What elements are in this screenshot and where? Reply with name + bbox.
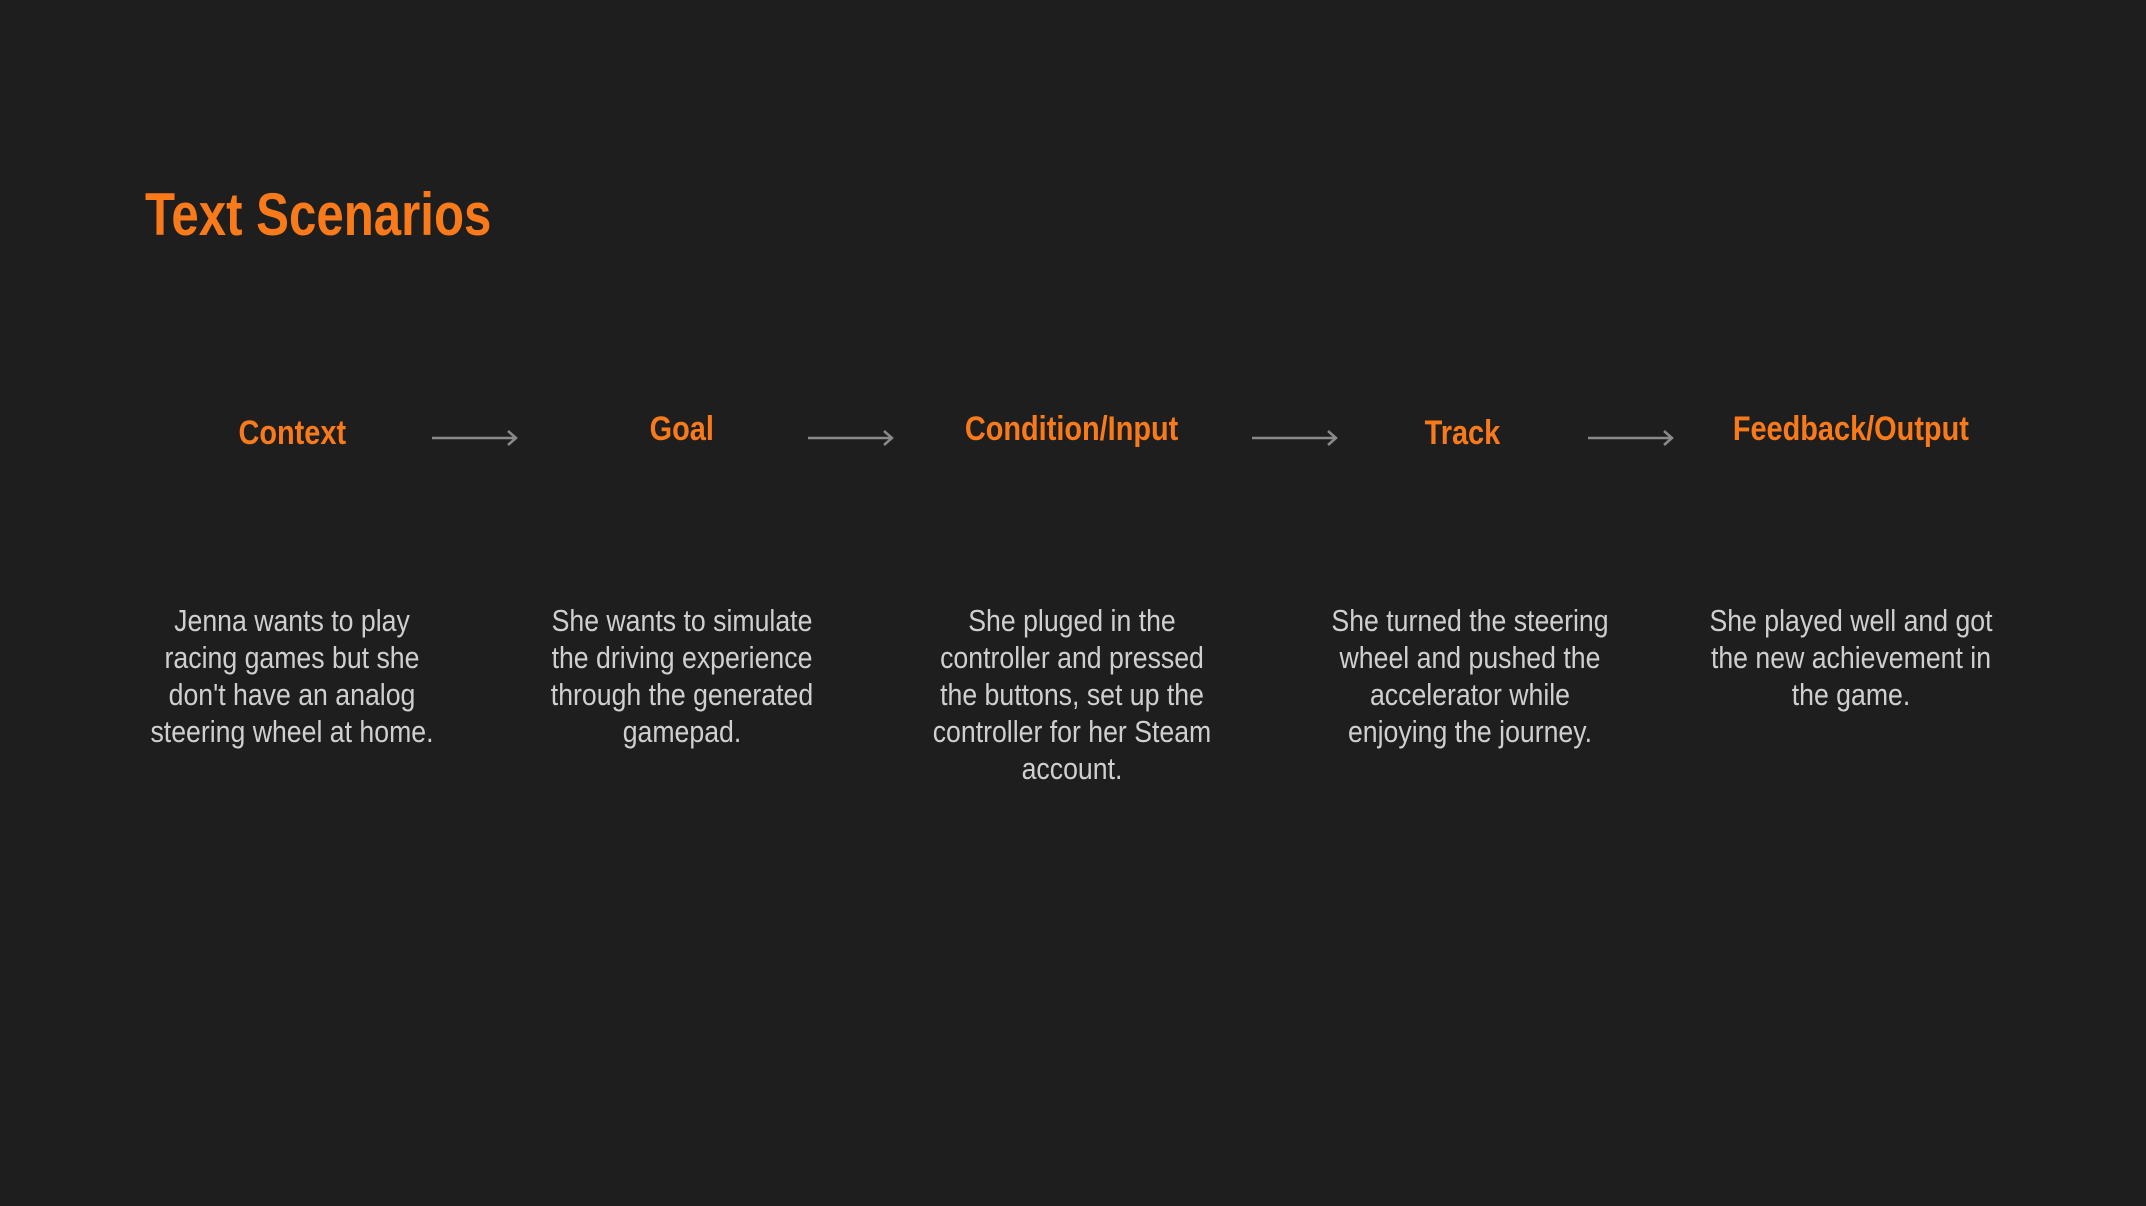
step-heading-goal: Goal (649, 410, 715, 448)
step-text-track: She turned the steering wheel and pushed… (1331, 603, 1609, 749)
step-heading-context: Context (238, 414, 346, 452)
step-text-goal: She wants to simulate the driving experi… (550, 603, 814, 749)
arrow-right-icon (432, 430, 518, 446)
step-text-context: Jenna wants to play racing games but she… (150, 603, 434, 749)
step-heading-feedback: Feedback/Output (1732, 410, 1970, 448)
step-heading-track: Track (1424, 414, 1500, 452)
step-text-condition: She pluged in the controller and pressed… (932, 603, 1212, 786)
arrow-right-icon (1588, 430, 1674, 446)
arrow-right-icon (808, 430, 894, 446)
step-heading-condition: Condition/Input (965, 410, 1179, 448)
step-text-feedback: She played well and got the new achievem… (1709, 603, 1993, 712)
page-title: Text Scenarios (145, 181, 492, 248)
arrow-right-icon (1252, 430, 1338, 446)
